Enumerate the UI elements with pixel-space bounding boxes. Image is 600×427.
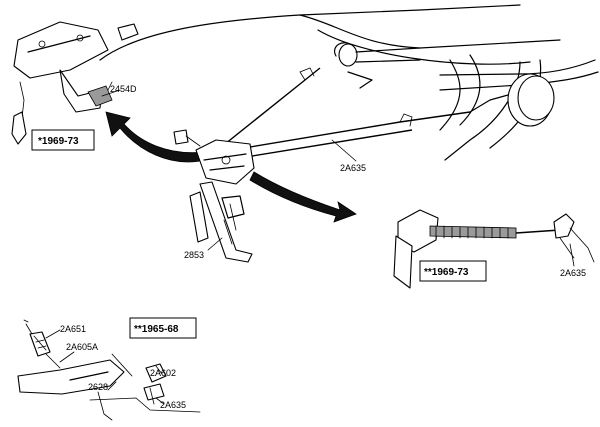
equalizer-inset bbox=[393, 209, 595, 289]
label-2A605A: 2A605A bbox=[66, 342, 98, 352]
arrow-to-right-inset bbox=[249, 171, 357, 223]
callout-text-1969-73-single: *1969-73 bbox=[38, 136, 79, 147]
arrow-to-top-inset bbox=[105, 111, 206, 163]
label-2454D: 2454D bbox=[110, 84, 137, 94]
callout-box-1969-73-single bbox=[31, 129, 95, 151]
label-2A602: 2A602 bbox=[150, 368, 176, 378]
label-2A635-main: 2A635 bbox=[340, 163, 366, 173]
callout-box-1965-68-double bbox=[129, 317, 197, 339]
brake-cables bbox=[219, 67, 471, 159]
leader-lines bbox=[45, 89, 575, 405]
label-2628: 2628 bbox=[88, 382, 108, 392]
label-2A635-right: 2A635 bbox=[560, 268, 586, 278]
brake-drum bbox=[469, 73, 555, 127]
callout-text-1965-68-double: **1965-68 bbox=[134, 324, 179, 335]
callout-box-1969-73-double bbox=[419, 260, 487, 282]
pedal-assembly-inset bbox=[11, 21, 139, 145]
rear-axle-assembly bbox=[334, 42, 421, 89]
label-2853: 2853 bbox=[184, 250, 204, 260]
lever-assembly-inset-1965-68 bbox=[17, 319, 201, 421]
callout-text-1969-73-double: **1969-73 bbox=[424, 267, 469, 278]
label-2A635-bottom: 2A635 bbox=[160, 400, 186, 410]
label-2A651: 2A651 bbox=[60, 324, 86, 334]
brake-control-assembly bbox=[173, 129, 255, 263]
